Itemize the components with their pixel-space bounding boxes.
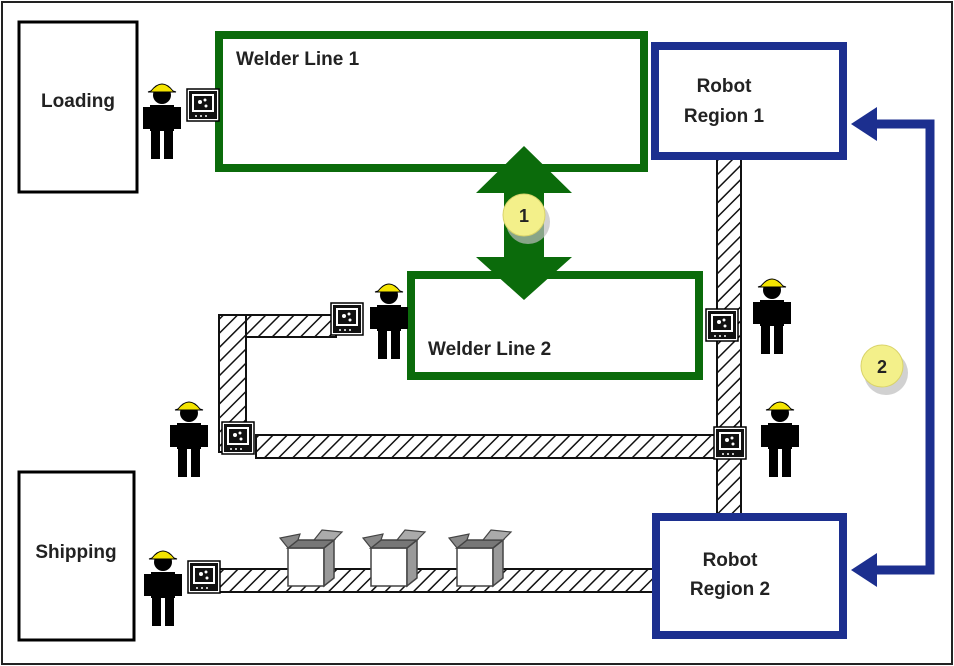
welder-line-2-box — [407, 271, 703, 380]
terminal-right-lower — [713, 426, 747, 460]
welder-line-2-label: Welder Line 2 — [428, 339, 551, 360]
terminal-right-upper — [705, 308, 739, 342]
terminal-welder-line-2 — [330, 302, 364, 336]
loading-label: Loading — [41, 91, 115, 112]
marker-2-label: 2 — [877, 357, 887, 377]
terminal-left-middle — [221, 421, 255, 455]
welder-line-1-label: Welder Line 1 — [236, 49, 360, 70]
robot-region-1-label-line1: Robot — [697, 76, 753, 97]
marker-2: 2 — [860, 344, 908, 395]
robot-region-2-label-line1: Robot — [703, 550, 759, 571]
robot-region-1-box — [651, 42, 847, 160]
conveyor-shipping — [218, 568, 660, 593]
robot-region-2-label-line2: Region 2 — [690, 579, 770, 600]
terminal-loading — [186, 88, 220, 122]
shipping-label: Shipping — [35, 542, 116, 563]
welder-line-1-box — [215, 31, 648, 172]
double-arrow-blue — [851, 107, 935, 587]
marker-1: 1 — [502, 193, 550, 244]
marker-1-label: 1 — [519, 206, 529, 226]
loading-box — [17, 20, 139, 194]
robot-region-2-box — [652, 513, 847, 639]
terminal-shipping — [187, 560, 221, 594]
conveyor-middle-horizontal — [255, 434, 722, 459]
robot-region-1-label-line2: Region 1 — [684, 106, 765, 127]
shipping-box — [17, 470, 136, 642]
